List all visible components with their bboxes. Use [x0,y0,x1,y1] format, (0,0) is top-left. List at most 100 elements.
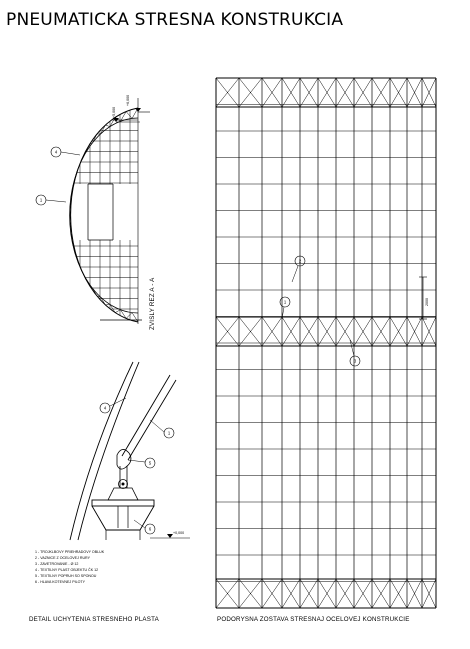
truss-web [85,278,90,287]
bracing-diagonal [353,77,373,108]
truss-web [69,209,71,216]
membrane-outer-curve [69,361,134,541]
bracing-diagonal [261,578,283,609]
truss-web [78,263,81,268]
bracing-diagonal [353,316,373,347]
detail-level-label: +0,000 [173,531,184,535]
truss-web [115,309,121,313]
bracing-diagonal [215,316,240,347]
truss-web [80,154,84,164]
bracing-diagonal [215,578,240,609]
marker-circle [35,194,47,206]
vertical-section: +5,000 +6,000 4 1 ZVISLY REZ A - A [35,95,156,330]
truss-web [100,296,106,306]
truss-web [125,312,133,319]
truss-web [74,251,77,257]
marker-leader [349,339,355,357]
truss-web [75,166,80,175]
anchor-pin-centre [121,482,125,486]
bracing-diagonal [406,578,423,609]
bracing-diagonal [371,77,391,108]
truss-web [100,124,106,135]
truss-web [96,295,101,298]
truss-web [72,245,76,252]
truss-web [75,256,80,264]
marker-label: 2 [299,259,302,264]
bracing-diagonal [238,578,263,609]
bracing-diagonal [238,316,263,347]
legend-item: 6 - HLAVA KOTEVNEJ PILOTY [35,580,86,584]
bracing-diagonal [335,578,355,609]
bracing-diagonal [281,77,301,108]
truss-web [83,152,86,156]
truss-web [83,274,86,279]
dome-inner-arc [69,117,139,314]
marker-circle [144,523,156,535]
truss-web [69,202,72,210]
bracing-diagonal [281,578,301,609]
truss-web [75,174,77,179]
truss-web [72,178,76,186]
level-top-label: +6,000 [126,95,130,106]
marker-label: 1 [168,431,171,436]
truss-web [85,143,90,153]
section-grid [70,108,138,322]
marker-circle [50,146,62,158]
marker-label: 1 [284,300,287,305]
plan-view: 2000 2 1 3 PODORYSNA ZOSTAVA STRESNAJ OC… [215,77,437,623]
truss-web [120,111,127,122]
bracing-diagonal [261,316,283,347]
truss-web [105,124,110,127]
bracing-diagonal [335,77,355,108]
truss-web [70,233,73,240]
marker-label: 5 [149,461,152,466]
bracing-diagonal [389,77,408,108]
bracing-diagonal [389,578,408,609]
bracing-diagonal [371,316,391,347]
bracing-diagonal [261,77,283,108]
truss-web [78,163,81,167]
marker-leader [45,199,67,203]
bracing-diagonal [335,316,355,347]
bracing-diagonal [238,77,263,108]
marker-circle [144,457,156,469]
marker-label: 4 [55,150,58,155]
truss-web [69,221,72,228]
truss-web [92,133,98,143]
arch-member-left [121,374,171,457]
truss-web [125,111,133,119]
plan-caption: PODORYSNA ZOSTAVA STRESNAJ OCELOVEJ KONS… [217,616,410,623]
truss-web [80,267,84,276]
anchor-detail: +0,000 4 1 5 6 1 - TROJKLBOVY PRIEHRADOV… [29,361,190,623]
marker-label: 6 [149,527,152,532]
bracing-diagonal [389,316,408,347]
marker-leader [127,459,146,463]
truss-web [120,309,127,319]
marker-circle [294,255,306,267]
bracing-diagonal [317,77,337,108]
truss-web [89,142,93,145]
legend-item: 2 - VAZNICE Z OCELOVEJ RURY [35,556,91,560]
truss-web [109,304,116,313]
marker-leader [149,419,165,433]
marker-label: 4 [104,406,107,411]
bracing-diagonal [317,578,337,609]
truss-web [92,288,98,297]
marker-circle [349,355,361,367]
legend-item: 3 - ZAVETROVANIE - Ø 12 [35,562,78,566]
marker-leader [291,265,299,283]
level-triangle-icon [113,118,119,122]
marker-circle [163,427,175,439]
anchor-bracket [107,487,139,501]
marker-leader [109,397,127,407]
dimension-label: 2000 [425,298,429,306]
truss-web [70,190,73,198]
dome-truss [69,107,139,323]
bracing-diagonal [299,77,319,108]
bracing-diagonal [406,77,423,108]
truss-web [89,285,93,289]
section-label: ZVISLY REZ A - A [149,277,156,330]
pile-head [91,505,155,531]
marker-label: 3 [354,359,357,364]
